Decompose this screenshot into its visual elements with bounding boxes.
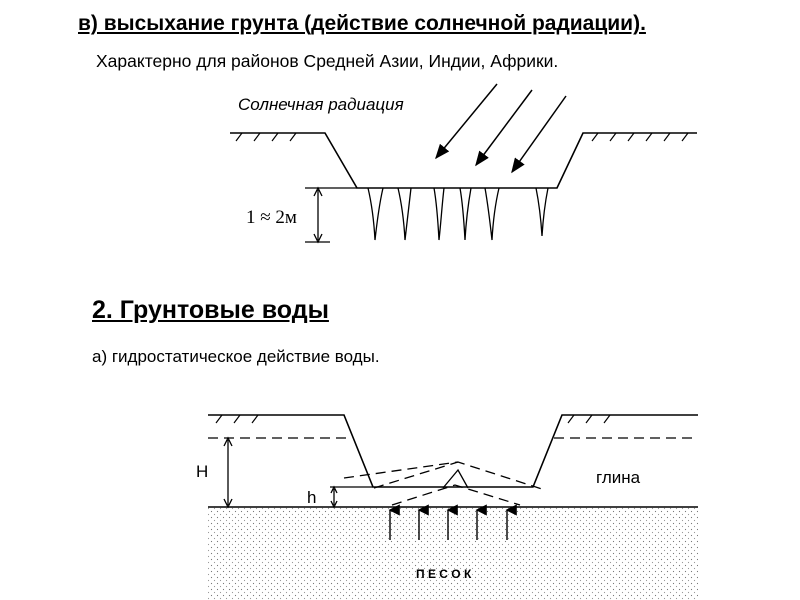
heading-drying-soil: в) высыхание грунта (действие солнечной …: [78, 12, 646, 35]
hydro-hatch-left: [215, 414, 259, 424]
pressure-arrows: [388, 504, 517, 540]
subtitle-hydrostatic: а) гидростатическое действие воды.: [92, 347, 380, 366]
water-level-dashed: [208, 437, 698, 506]
depth-dimension: [305, 186, 357, 244]
label-clay: глина: [596, 468, 641, 487]
hydro-pit-profile: [208, 414, 698, 488]
soil-cracks: [367, 187, 549, 241]
subtitle-regions: Характерно для районов Средней Азии, Инд…: [96, 51, 559, 71]
label-sand: П Е С О К: [416, 567, 472, 581]
pit-profile: [230, 132, 697, 189]
dimension-h: [330, 485, 373, 509]
radiation-label: Солнечная радиация: [238, 95, 404, 114]
hydro-hatch-right: [567, 414, 611, 424]
dimension-H: [223, 436, 233, 509]
surface-hatch-right: [591, 132, 689, 142]
label-H: H: [196, 462, 208, 481]
sand-layer: [208, 507, 698, 600]
hydrostatic-diagram: H h глина П Е С О К: [196, 414, 698, 600]
drying-pit-diagram: Солнечная радиация 1 ≈ 2м: [230, 83, 697, 244]
surface-hatch-left: [235, 132, 297, 142]
radiation-arrows: [435, 83, 567, 174]
depth-label: 1 ≈ 2м: [246, 207, 297, 228]
label-h: h: [307, 488, 316, 507]
heading-groundwater: 2. Грунтовые воды: [92, 296, 329, 324]
heave-lines: [442, 468, 469, 489]
